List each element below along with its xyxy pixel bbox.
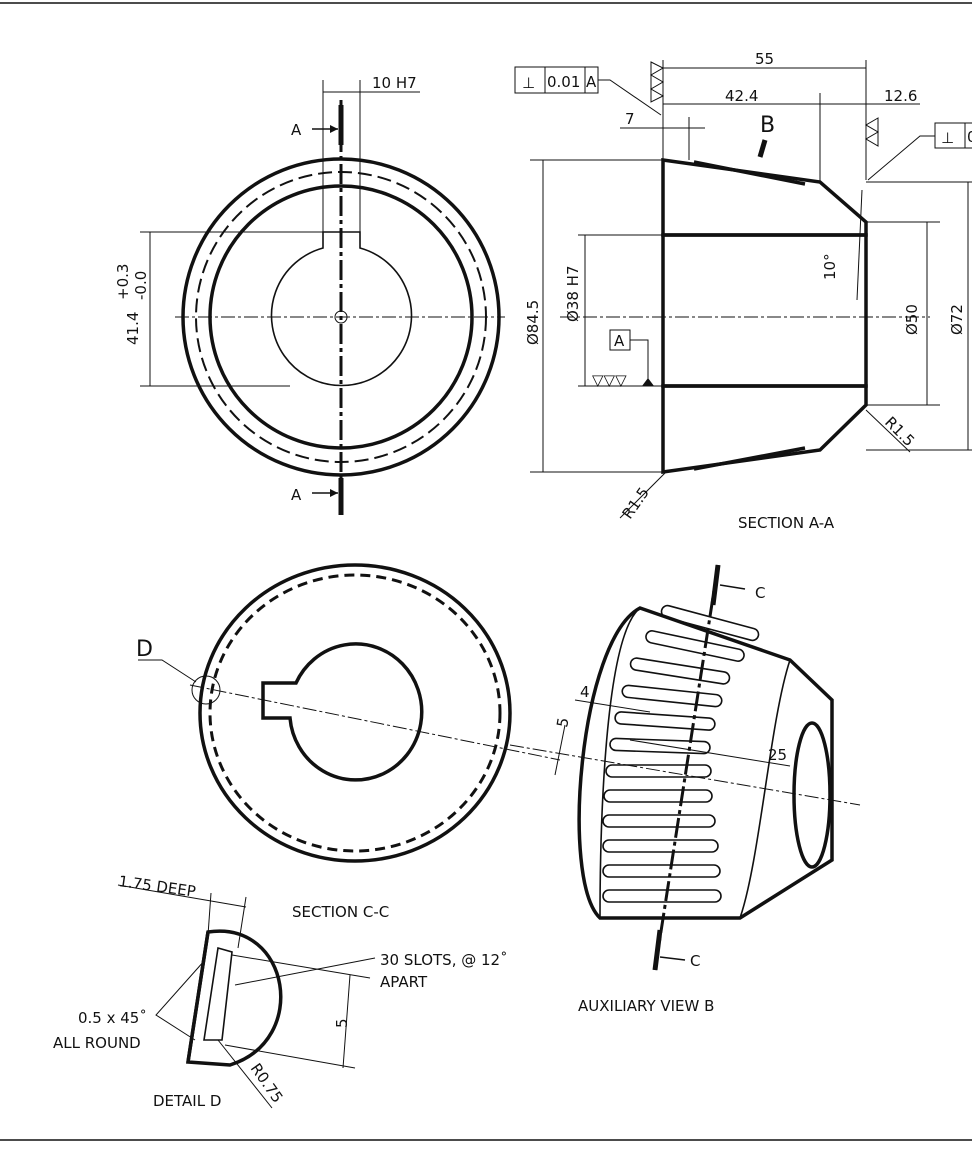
svg-text:⊥: ⊥ — [941, 129, 954, 147]
svg-text:0: 0 — [967, 128, 972, 146]
aux-dim-4: 4 — [580, 683, 590, 701]
outer-dia-dim: Ø84.5 — [524, 300, 542, 345]
detail-dim-5: 5 — [333, 1018, 351, 1028]
tolerance-frame-right: ⊥ 0 — [867, 122, 972, 181]
length-42-dim: 42.4 — [725, 87, 758, 105]
aux-dim-5: 5 — [553, 716, 572, 729]
bore-with-keyway — [270, 231, 413, 387]
bore-dia-dim: Ø38 H7 — [564, 266, 582, 322]
detail-d-mark: D — [136, 637, 153, 662]
dia-50-dim: Ø50 — [903, 304, 921, 335]
slots-note-line1: 30 SLOTS, @ 12˚ — [380, 951, 508, 969]
length-12-dim: 12.6 — [884, 87, 917, 105]
detail-depth-dim: 1.75 DEEP — [117, 872, 196, 901]
surface-finish-symbol — [650, 61, 665, 103]
section-mark-a-top: A — [291, 121, 302, 139]
section-a-a: 55 42.4 12.6 7 B ⊥ 0.01 A ⊥ 0 Ø84.5 — [514, 50, 972, 532]
chamfer-note-line2: ALL ROUND — [53, 1034, 141, 1052]
aux-dim-25: 25 — [768, 746, 787, 764]
section-mark-a-bottom: A — [291, 486, 302, 504]
svg-text:A: A — [586, 73, 597, 91]
surface-finish-label: ▽▽▽ — [592, 371, 627, 389]
dim-7: 7 — [625, 110, 635, 128]
radius-right-dim: R1.5 — [881, 413, 918, 450]
slots — [602, 604, 760, 903]
detail-d: 1.75 DEEP 5 30 SLOTS, @ 12˚ APART 0.5 x … — [53, 872, 508, 1110]
section-c-c: D SECTION C-C — [136, 563, 561, 921]
auxiliary-view-b: C C 4 5 25 AUXILIARY VIEW B — [509, 564, 861, 1015]
keyway-tol-lower: -0.0 — [132, 271, 150, 300]
section-mark-c-top: C — [755, 584, 765, 602]
view-arrow-b-label: B — [760, 113, 775, 138]
dia-72-dim: Ø72 — [948, 304, 966, 335]
datum-a-label: A — [614, 332, 625, 350]
slots-note-line2: APART — [380, 973, 428, 991]
keyway-depth-dim: 41.4 — [124, 312, 142, 345]
section-a-a-title: SECTION A-A — [738, 514, 835, 532]
svg-text:⊥: ⊥ — [522, 74, 535, 92]
tolerance-frame-left: ⊥ 0.01 A — [514, 66, 662, 116]
auxiliary-view-title: AUXILIARY VIEW B — [578, 997, 714, 1015]
detail-d-title: DETAIL D — [153, 1092, 221, 1110]
front-view: A A 10 H7 41.4 +0.3 -0.0 — [114, 74, 505, 515]
keyway-tol-upper: +0.3 — [114, 264, 132, 300]
svg-text:0.01: 0.01 — [547, 73, 580, 91]
section-mark-c-bottom: C — [690, 952, 700, 970]
angle-dim: 10° — [821, 253, 839, 280]
chamfer-note-line1: 0.5 x 45˚ — [78, 1009, 147, 1027]
section-c-c-title: SECTION C-C — [292, 903, 389, 921]
overall-length-dim: 55 — [755, 50, 774, 68]
keyway-width-dim: 10 H7 — [372, 74, 417, 92]
